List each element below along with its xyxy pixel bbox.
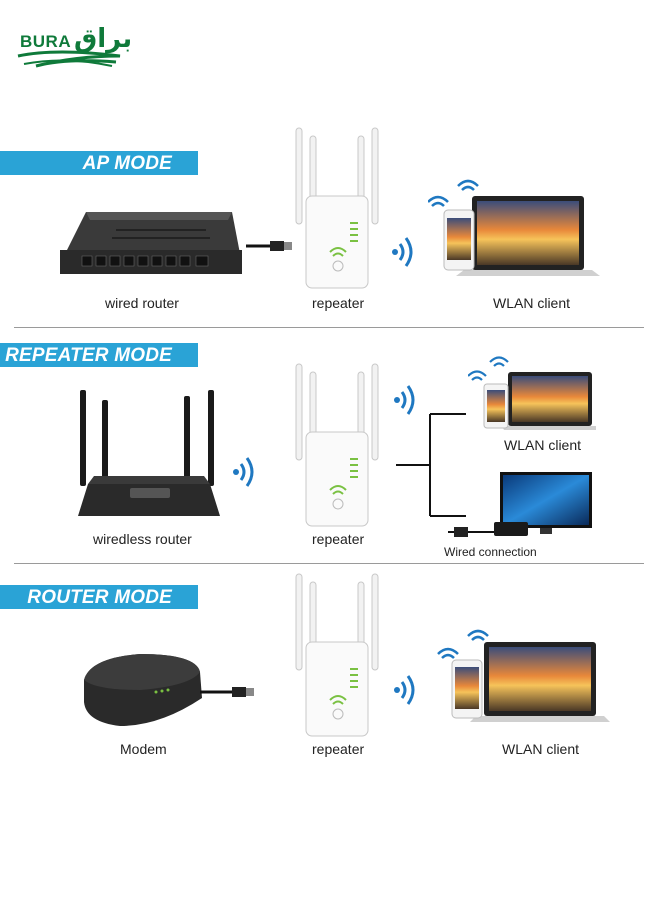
section-title: ROUTER MODE bbox=[27, 587, 172, 608]
repeater-device bbox=[292, 362, 384, 530]
wifi-waves-icon bbox=[392, 232, 418, 272]
client-label: WLAN client bbox=[493, 295, 571, 311]
section-banner: REPEATER MODE bbox=[0, 343, 198, 367]
brand-logo: BURA براق bbox=[16, 24, 132, 74]
client-devices bbox=[428, 176, 604, 278]
client-devices bbox=[436, 620, 612, 724]
wifi-waves-icon bbox=[394, 670, 420, 710]
section-title: REPEATER MODE bbox=[5, 345, 172, 366]
client-devices bbox=[468, 350, 596, 432]
client-label: WLAN client bbox=[504, 437, 582, 453]
wifi-waves-icon bbox=[394, 380, 420, 420]
section-divider bbox=[14, 327, 644, 328]
modem-device bbox=[80, 650, 220, 732]
section-divider bbox=[14, 563, 644, 564]
wired-router-device bbox=[56, 206, 296, 278]
middle-label: repeater bbox=[312, 531, 365, 547]
repeater-device bbox=[292, 572, 384, 740]
section-banner: ROUTER MODE bbox=[0, 585, 198, 609]
ethernet-plug-icon bbox=[200, 684, 256, 700]
source-label: wiredless router bbox=[93, 531, 192, 547]
source-label: wired router bbox=[105, 295, 179, 311]
ethernet-plug-icon bbox=[246, 238, 294, 254]
middle-label: repeater bbox=[312, 295, 365, 311]
source-label: Modem bbox=[120, 741, 167, 757]
tv-icon bbox=[448, 470, 596, 544]
wired-label: Wired connection bbox=[444, 545, 537, 559]
repeater-device bbox=[292, 126, 384, 291]
client-label: WLAN client bbox=[502, 741, 580, 757]
section-banner: AP MODE bbox=[0, 151, 198, 175]
section-title: AP MODE bbox=[82, 153, 172, 174]
logo-arabic: براق bbox=[74, 24, 133, 54]
middle-label: repeater bbox=[312, 741, 365, 757]
logo-swoosh-icon bbox=[17, 50, 121, 68]
wifi-waves-icon bbox=[233, 452, 259, 492]
wireless-router-device bbox=[76, 386, 222, 522]
logo-latin: BURA bbox=[20, 32, 72, 51]
connection-lines bbox=[396, 408, 468, 520]
